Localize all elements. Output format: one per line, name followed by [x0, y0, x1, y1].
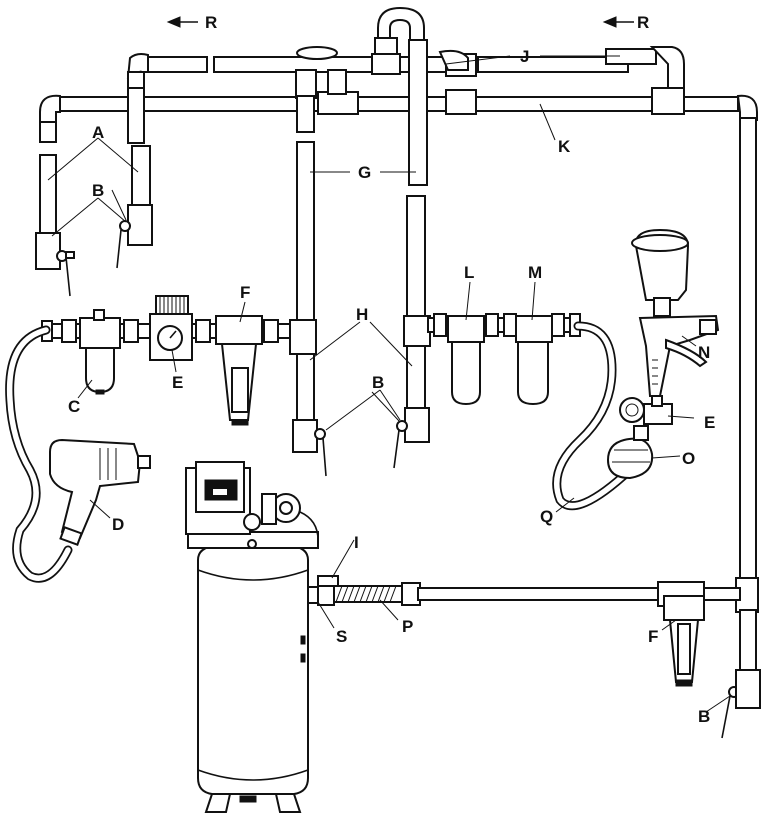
label-d: D — [112, 515, 124, 534]
label-j: J — [520, 47, 529, 66]
drain-legs-h — [292, 407, 430, 453]
left-frl-line — [41, 295, 317, 426]
label-h: H — [356, 305, 368, 324]
label-l: L — [464, 263, 474, 282]
label-f-bottom: F — [648, 627, 658, 646]
label-i: I — [354, 533, 359, 552]
air-compressor — [185, 461, 319, 813]
impact-wrench-d — [5, 325, 151, 583]
leader-lines — [47, 55, 731, 713]
part-labels: R R J A K G B L M F H N E B C E O D Q I … — [68, 13, 715, 726]
label-m: M — [528, 263, 542, 282]
main-pipe-k — [39, 69, 758, 125]
label-r-right: R — [637, 13, 649, 32]
label-n: N — [698, 343, 710, 362]
label-b-1: B — [92, 181, 104, 200]
label-g: G — [358, 163, 371, 182]
label-o: O — [682, 449, 695, 468]
label-c: C — [68, 397, 80, 416]
label-r-left: R — [205, 13, 217, 32]
label-q: Q — [540, 507, 553, 526]
right-filter-line — [403, 313, 581, 406]
label-e-left: E — [172, 373, 183, 392]
right-riser — [735, 117, 761, 709]
label-p: P — [402, 617, 413, 636]
label-s: S — [336, 627, 347, 646]
label-a: A — [92, 123, 104, 142]
return-arrows — [166, 16, 634, 28]
drain-valves-b — [56, 220, 740, 739]
drop-legs-a — [35, 87, 153, 270]
riser-pipes-g — [296, 39, 428, 433]
label-e-right: E — [704, 413, 715, 432]
spray-gun-n — [552, 228, 720, 511]
return-pipe-j — [126, 6, 685, 93]
label-f-top: F — [240, 283, 250, 302]
compressor-outlet-line — [307, 575, 741, 687]
label-k: K — [558, 137, 571, 156]
label-b-2: B — [372, 373, 384, 392]
label-b-3: B — [698, 707, 710, 726]
